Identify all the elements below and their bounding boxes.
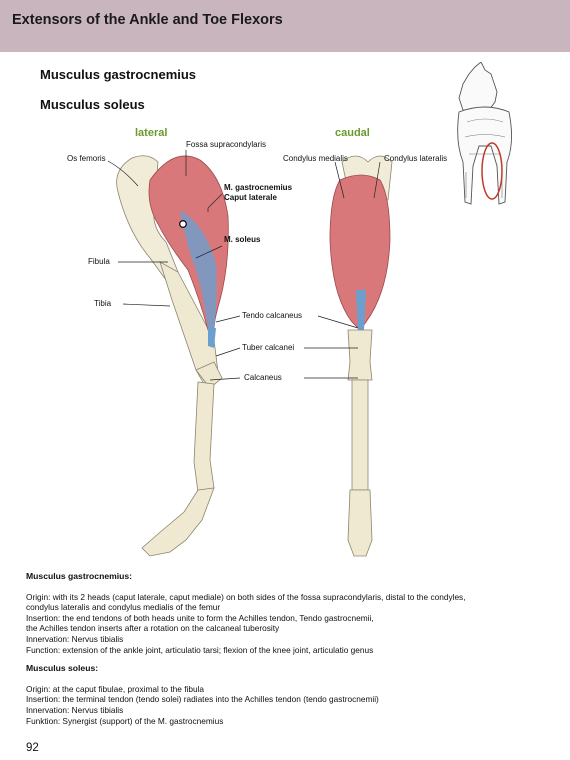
highlight-ellipse xyxy=(481,142,503,200)
gastro-line: Function: extension of the ankle joint, … xyxy=(26,644,374,655)
label-fossa: Fossa supracondylaris xyxy=(186,140,266,149)
leader-os-femoris xyxy=(107,160,139,187)
soleus-line: Funktion: Synergist (support) of the M. … xyxy=(26,715,224,726)
label-tuber-calcanei: Tuber calcanei xyxy=(242,343,294,352)
leader-soleus xyxy=(195,245,223,259)
gastro-line: Innervation: Nervus tibialis xyxy=(26,633,124,644)
soleus-line: Origin: at the caput fibulae, proximal t… xyxy=(26,683,205,694)
leader-tendo xyxy=(317,315,359,329)
view-label-caudal: caudal xyxy=(335,127,370,139)
gastrocnemius-description: Musculus gastrocnemius: Origin: with its… xyxy=(26,571,551,726)
gastrocnemius-heading: Musculus gastrocnemius: xyxy=(26,571,133,581)
lateral-leg xyxy=(116,155,229,557)
caudal-leg xyxy=(329,155,393,557)
gastro-line: the Achilles tendon inserts after a rota… xyxy=(26,623,280,634)
cannon-caudal-bone xyxy=(351,379,369,491)
leader-gastrocnemius xyxy=(207,193,223,212)
label-tendo-calcaneus: Tendo calcaneus xyxy=(242,311,302,320)
label-condylus-lateralis: Condylus lateralis xyxy=(384,154,447,163)
label-soleus: M. soleus xyxy=(224,235,261,244)
achilles-tendon-lateral xyxy=(208,328,216,348)
leader-calcaneus-lateral xyxy=(209,377,241,381)
phalanges-caudal-bone xyxy=(347,489,373,557)
label-gastrocnemius-1: M. gastrocnemius xyxy=(224,183,293,192)
pastern-hoof xyxy=(141,487,215,557)
soleus-line: Insertion: the terminal tendon (tendo so… xyxy=(26,694,379,705)
gastro-line: Insertion: the end tendons of both heads… xyxy=(26,612,374,623)
achilles-tendon-caudal xyxy=(356,290,366,330)
view-label-lateral: lateral xyxy=(135,127,167,139)
marker-ring xyxy=(179,220,187,228)
calcaneus-bone xyxy=(195,361,223,389)
chapter-title: Extensors of the Ankle and Toe Flexors xyxy=(12,12,283,28)
section-title-soleus: Musculus soleus xyxy=(40,97,145,112)
leader-condylus-lateralis xyxy=(373,161,381,199)
chapter-header: Extensors of the Ankle and Toe Flexors xyxy=(0,0,570,52)
label-gastrocnemius-2: Caput laterale xyxy=(224,193,277,202)
cannon-bone xyxy=(193,381,215,493)
leader-tibia xyxy=(122,303,171,307)
soleus-muscle xyxy=(180,210,217,330)
label-condylus-medialis: Condylus medialis xyxy=(283,154,348,163)
gastro-line: condylus lateralis and condylus medialis… xyxy=(26,602,221,613)
label-fibula: Fibula xyxy=(88,257,110,266)
horse-locator-illustration xyxy=(457,62,512,205)
label-os-femoris: Os femoris xyxy=(67,154,106,163)
leader-tuber-lateral xyxy=(215,347,241,357)
label-calcaneus: Calcaneus xyxy=(244,373,282,382)
section-title-gastrocnemius: Musculus gastrocnemius xyxy=(40,67,197,82)
leader-tendo-lateral xyxy=(215,315,241,323)
anatomy-figure: lateral caudal Fo xyxy=(67,127,447,557)
leader-lines xyxy=(107,150,381,381)
soleus-line: Innervation: Nervus tibialis xyxy=(26,704,124,715)
gastro-line: Origin: with its 2 heads (caput laterale… xyxy=(26,591,466,602)
tarsus-caudal-bone xyxy=(347,329,373,381)
page-number: 92 xyxy=(26,742,39,754)
gastrocnemius-caudal-muscle xyxy=(329,174,391,331)
soleus-heading: Musculus soleus: xyxy=(26,663,99,674)
leader-condylus-medialis xyxy=(334,161,345,199)
label-tibia: Tibia xyxy=(94,299,112,308)
